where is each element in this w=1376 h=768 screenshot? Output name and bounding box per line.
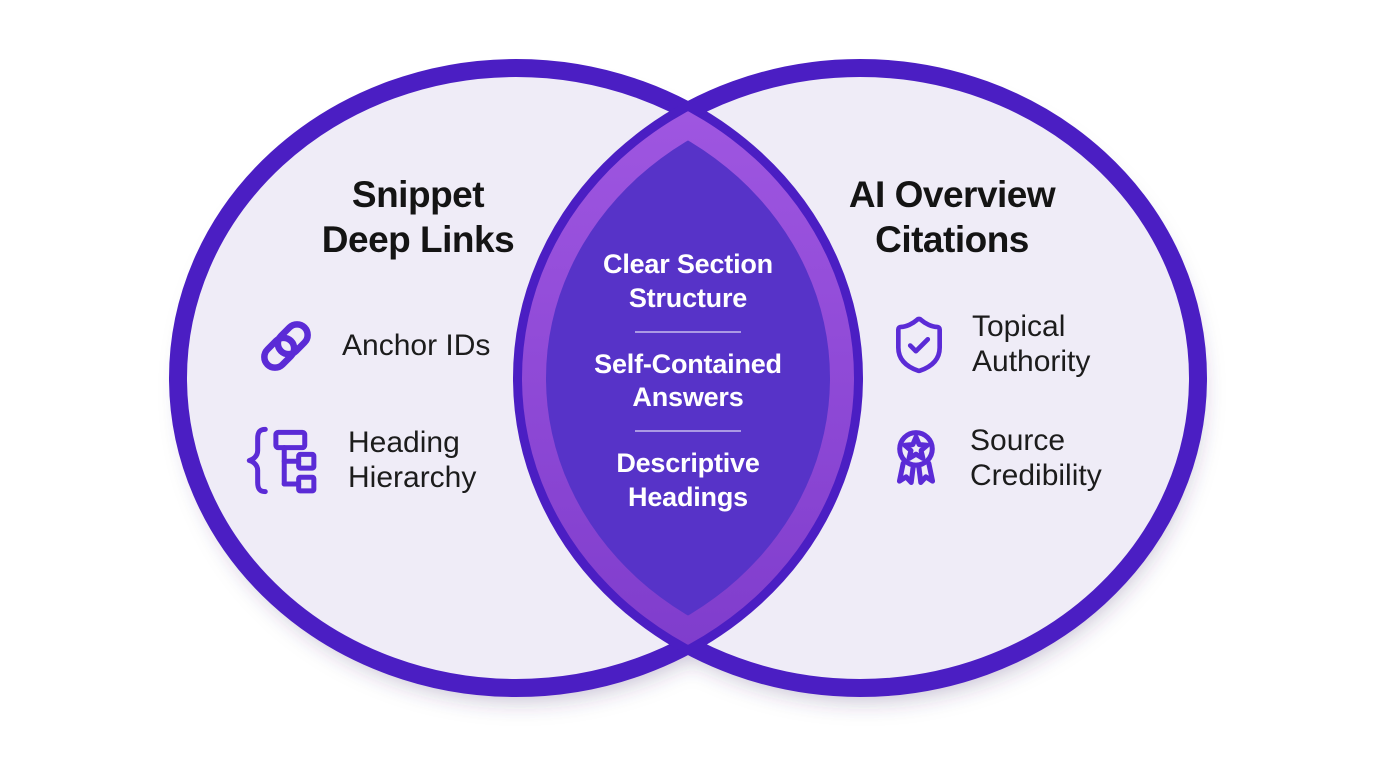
award-star-icon [896, 430, 936, 485]
overlap-line: Descriptive [616, 448, 760, 478]
overlap-item-descriptive-headings: Descriptive Headings [616, 447, 760, 515]
overlap-content: Clear Section Structure Self-Contained A… [568, 248, 808, 515]
right-item-label: Source Credibility [970, 424, 1102, 494]
overlap-divider [635, 330, 741, 333]
overlap-line: Self-Contained [594, 348, 782, 379]
left-title-line1: Snippet [351, 174, 485, 215]
label-line2: Credibility [970, 459, 1102, 492]
label-line1: Topical [972, 310, 1066, 343]
label-line1: Source [970, 424, 1066, 458]
right-title-line2: Citations [875, 219, 1029, 261]
left-circle-title: Snippet Deep Links [250, 172, 586, 262]
label-line2: Authority [972, 344, 1091, 378]
left-item-label: Anchor IDs [342, 328, 491, 362]
left-item-heading-hierarchy: Heading Hierarchy [244, 424, 476, 497]
overlap-item-self-contained-answers: Self-Contained Answers [594, 348, 782, 416]
overlap-line: Answers [632, 382, 744, 413]
left-title-line2: Deep Links [321, 219, 515, 261]
link-icon [261, 321, 311, 371]
heading-hierarchy-icon [246, 426, 317, 495]
shield-check-icon [896, 316, 942, 373]
right-item-source-credibility: Source Credibility [884, 424, 1102, 494]
overlap-lens-fill [546, 94, 830, 662]
overlap-divider [635, 430, 741, 432]
overlap-line: Headings [628, 481, 748, 512]
right-title-line1: AI Overview [848, 174, 1056, 215]
left-item-anchor-ids: Anchor IDs [252, 312, 490, 380]
overlap-line: Clear Section [603, 249, 773, 279]
left-item-label: Heading Hierarchy [348, 426, 476, 496]
right-item-topical-authority: Topical Authority [888, 310, 1090, 380]
overlap-item-clear-section-structure: Clear Section Structure [603, 248, 773, 316]
right-circle-title: AI Overview Citations [784, 172, 1120, 262]
overlap-line: Structure [628, 282, 748, 313]
label-line2: Hierarchy [348, 460, 477, 494]
right-item-label: Topical Authority [972, 310, 1090, 380]
label-line1: Heading [348, 425, 460, 459]
